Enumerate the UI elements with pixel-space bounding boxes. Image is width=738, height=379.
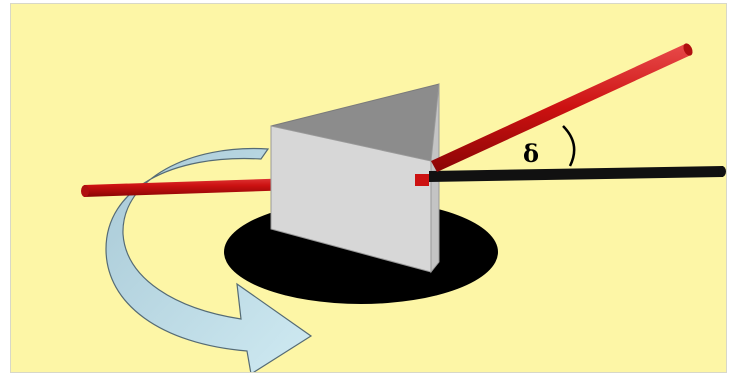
refracted-ray <box>431 44 691 172</box>
deviation-angle-arc <box>562 125 576 167</box>
reference-line <box>429 166 723 182</box>
ray-entry-point <box>415 174 429 186</box>
prism-deviation-diagram: δ <box>11 4 726 372</box>
deviation-angle-label: δ <box>523 139 539 168</box>
incident-ray-cap <box>81 185 89 197</box>
refracted-ray-cap <box>683 43 693 56</box>
reference-line-cap <box>718 166 726 177</box>
diagram-canvas: δ <box>10 3 727 373</box>
